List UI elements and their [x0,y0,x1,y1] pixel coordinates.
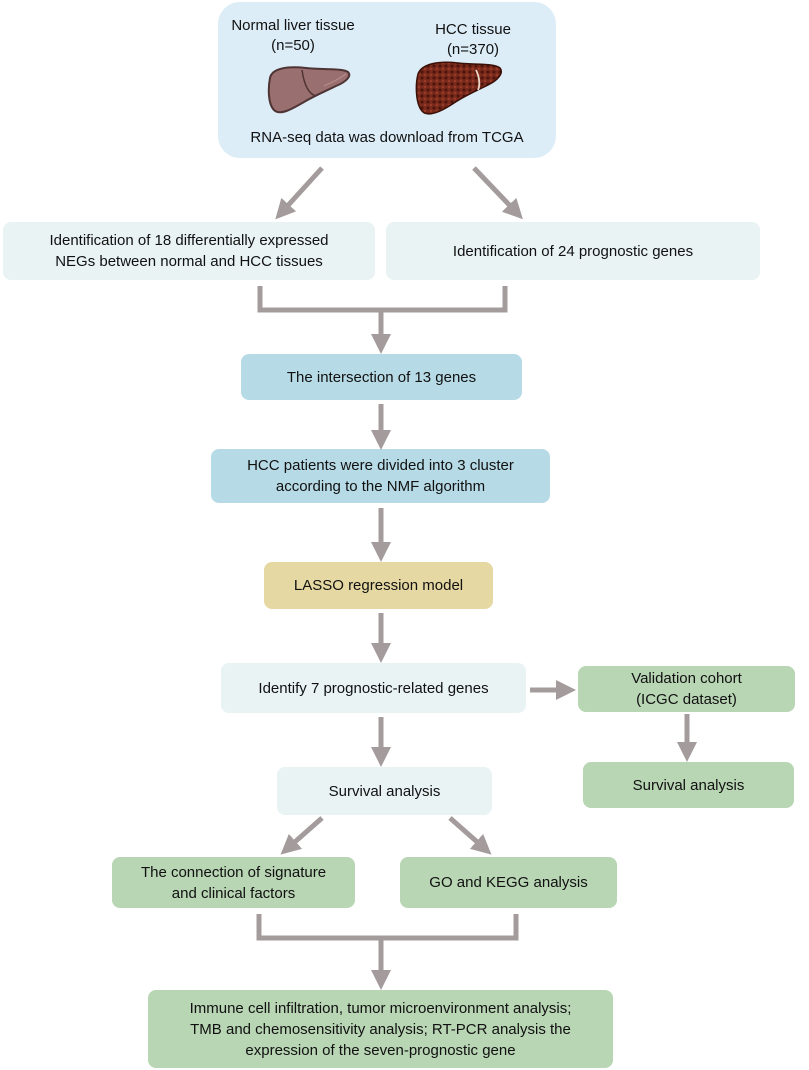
go-kegg-box: GO and KEGG analysis [400,857,617,908]
final-analysis-text: Immune cell infiltration, tumor microenv… [189,999,572,1059]
intersection-text: The intersection of 13 genes [286,368,477,386]
deg-identification-text: Identification of 18 differentially expr… [49,232,329,270]
data-source-label: RNA-seq data was download from TCGA [250,129,524,146]
validation-cohort-box: Validation cohort (ICGC dataset) [578,666,795,712]
validation-survival-box: Survival analysis [583,762,794,808]
normal-tissue-label: Normal liver tissue (n=50) [231,17,355,54]
clinical-factors-box: The connection of signature and clinical… [112,857,355,908]
merge-bracket-2 [256,914,519,941]
validation-survival-text: Survival analysis [632,776,745,794]
arrow-top-left [275,166,324,220]
arrow-top-right [472,166,523,220]
clinical-factors-text: The connection of signature and clinical… [140,863,327,902]
prognostic-genes-box: Identification of 24 prognostic genes [386,222,760,280]
lasso-model-box: LASSO regression model [264,562,493,609]
final-analysis-box: Immune cell infiltration, tumor microenv… [148,990,613,1068]
hcc-liver-icon [415,61,502,115]
deg-identification-box: Identification of 18 differentially expr… [3,222,375,280]
normal-liver-icon [267,66,351,114]
identify-genes-text: Identify 7 prognostic-related genes [258,679,489,697]
arrow-survival-right [448,816,492,855]
prognostic-genes-text: Identification of 24 prognostic genes [452,242,694,260]
survival-analysis-text: Survival analysis [328,782,441,800]
go-kegg-text: GO and KEGG analysis [429,874,588,891]
hcc-tissue-label: HCC tissue (n=370) [435,21,511,58]
intersection-box: The intersection of 13 genes [241,354,522,400]
survival-analysis-box: Survival analysis [277,767,492,815]
nmf-cluster-text: HCC patients were divided into 3 cluster… [247,457,514,495]
validation-cohort-text: Validation cohort (ICGC dataset) [631,670,742,708]
arrow-survival-left [280,816,324,855]
data-source-panel: Normal liver tissue (n=50) HCC tissue (n… [218,2,556,158]
nmf-cluster-box: HCC patients were divided into 3 cluster… [211,449,550,503]
lasso-model-text: LASSO regression model [293,577,464,594]
merge-bracket-1 [257,286,508,313]
identify-genes-box: Identify 7 prognostic-related genes [221,663,526,713]
